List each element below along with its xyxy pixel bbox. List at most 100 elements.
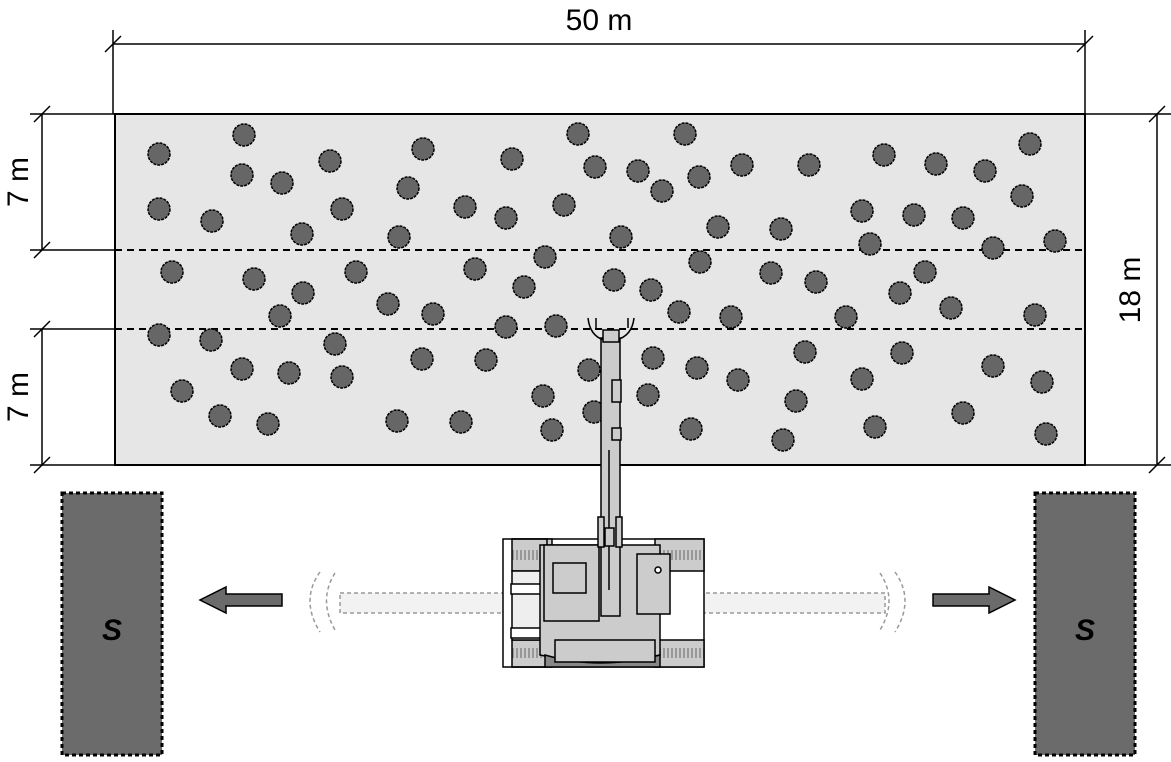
tree [474, 348, 498, 372]
tree [268, 304, 292, 328]
tree [719, 305, 743, 329]
tree [344, 260, 368, 284]
tree [609, 225, 633, 249]
tree [531, 384, 555, 408]
tree [199, 328, 223, 352]
height-label: 18 m [1114, 257, 1147, 324]
upper-strip-label: 7 m [2, 157, 35, 207]
tree [318, 149, 342, 173]
tree [540, 418, 564, 442]
tree [566, 122, 590, 146]
tree [636, 383, 660, 407]
tree [951, 401, 975, 425]
tree [667, 300, 691, 324]
tree [270, 171, 294, 195]
tree [863, 415, 887, 439]
tree [277, 361, 301, 385]
tree [626, 159, 650, 183]
tree [924, 152, 948, 176]
tree [170, 379, 194, 403]
tree [650, 179, 674, 203]
tree [453, 195, 477, 219]
tree [1010, 184, 1034, 208]
tree [784, 389, 808, 413]
stockpile-right-label: S [1075, 614, 1095, 647]
tree [291, 281, 315, 305]
tree [769, 217, 793, 241]
tree [793, 340, 817, 364]
tree [577, 358, 601, 382]
tree [685, 356, 709, 380]
tree [552, 193, 576, 217]
tree [641, 346, 665, 370]
tree [687, 165, 711, 189]
tree [973, 159, 997, 183]
tree [1043, 229, 1067, 253]
tree [385, 409, 409, 433]
tree [771, 428, 795, 452]
tree [330, 365, 354, 389]
tree [494, 206, 518, 230]
tree [463, 257, 487, 281]
tree [706, 215, 730, 239]
arrow-left-icon [198, 585, 283, 615]
tree [330, 197, 354, 221]
tree [872, 143, 896, 167]
tree [242, 267, 266, 291]
tree [951, 206, 975, 230]
tree [804, 270, 828, 294]
strip-dimensions [30, 105, 115, 474]
tree [913, 260, 937, 284]
stockpile-left-label: S [102, 614, 122, 647]
tree [449, 410, 473, 434]
tree [834, 305, 858, 329]
tree [1023, 303, 1047, 327]
tree [232, 123, 256, 147]
tree [376, 292, 400, 316]
arrow-right-icon [932, 585, 1017, 615]
tree [512, 275, 536, 299]
tree [387, 225, 411, 249]
excavator-icon [502, 317, 705, 668]
tree [147, 197, 171, 221]
tree [208, 404, 232, 428]
tree [673, 122, 697, 146]
lower-strip-label: 7 m [2, 372, 35, 422]
height-dimension [1085, 105, 1171, 474]
tree [759, 261, 783, 285]
tree [1034, 422, 1058, 446]
tree [256, 412, 280, 436]
tree [396, 176, 420, 200]
tree [200, 209, 224, 233]
tree [981, 236, 1005, 260]
tree [639, 278, 663, 302]
tree [726, 368, 750, 392]
tree [858, 232, 882, 256]
trees [147, 122, 1067, 452]
tree [147, 142, 171, 166]
tree [147, 323, 171, 347]
tree [902, 203, 926, 227]
tree [797, 153, 821, 177]
tree [679, 417, 703, 441]
tree [410, 347, 434, 371]
tree [500, 147, 524, 171]
tree [230, 357, 254, 381]
tree [981, 354, 1005, 378]
tree [230, 163, 254, 187]
tree [411, 137, 435, 161]
stockpile-left [60, 491, 164, 757]
tree [850, 199, 874, 223]
width-label: 50 m [566, 4, 633, 37]
tree [602, 268, 626, 292]
tree [583, 155, 607, 179]
tree [544, 314, 568, 338]
tree [850, 367, 874, 391]
tree [160, 260, 184, 284]
tree [323, 332, 347, 356]
tree [533, 245, 557, 269]
tree [290, 222, 314, 246]
tree [888, 281, 912, 305]
tree [939, 296, 963, 320]
